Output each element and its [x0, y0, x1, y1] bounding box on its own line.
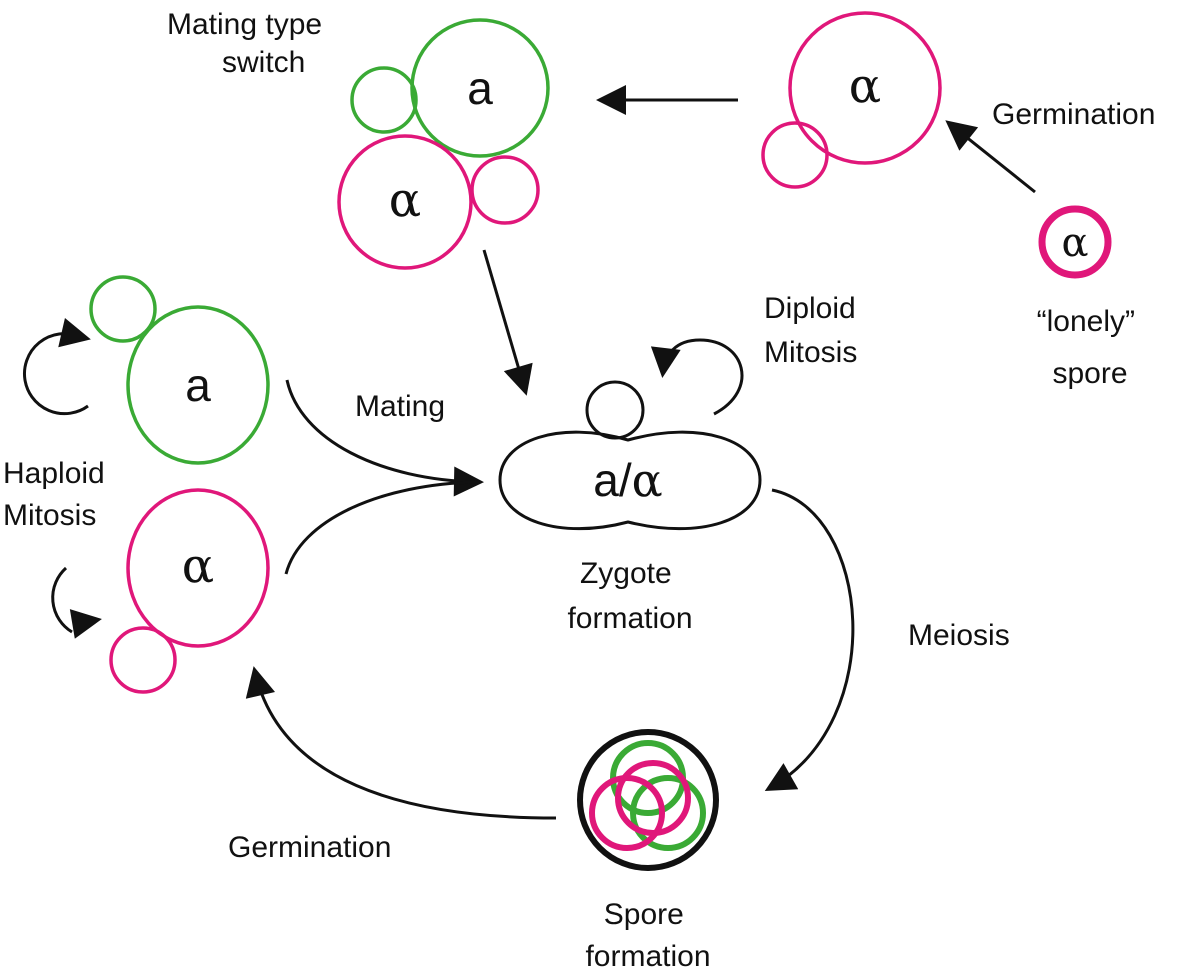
alpha-mother-cell [126, 488, 270, 648]
haploid-a-cell: a [89, 275, 270, 465]
lonely-spore-label: “lonely” spore [1037, 305, 1144, 390]
switch-to-zygote-arrow [482, 249, 533, 396]
alpha-mother-cell [337, 134, 473, 270]
alpha-cell-label: α [389, 172, 421, 228]
mating-label: Mating [355, 390, 445, 423]
diploid-mitosis-label: Diploid Mitosis [764, 292, 864, 369]
germination-top-arrow [945, 120, 1036, 194]
diploid-cell-label: a/α [593, 453, 662, 507]
haploid-alpha-cell: α [109, 488, 270, 694]
a-mother-cell [126, 305, 270, 465]
a-bud-cell [350, 66, 418, 134]
haploid-mitosis-loop-a [22, 332, 89, 416]
diploid-mitosis-arrow [650, 338, 744, 416]
germination-bottom-arrow [245, 666, 557, 820]
ascus-spore [577, 729, 719, 871]
mating-type-switch-cluster: a α [337, 18, 550, 270]
alpha-cell-label: α [182, 538, 214, 594]
a-mother-cell [410, 18, 550, 158]
spore-formation-label: Spore formation [585, 898, 710, 973]
meiosis-arrow [764, 488, 855, 791]
germinated-alpha-cell: α [761, 11, 942, 189]
ascus-wall [577, 729, 719, 871]
a-bud-cell [89, 275, 157, 343]
lonely-spore [1038, 205, 1112, 279]
alpha-cell-label: α [849, 58, 881, 114]
alpha-mother-cell [788, 11, 942, 165]
alpha-bud-cell [109, 626, 177, 694]
diploid-zygote-cell [498, 430, 762, 531]
a-cell-label: a [185, 359, 211, 411]
mating-arrow-alpha [284, 480, 479, 575]
a-cell-label: a [467, 62, 493, 114]
alpha-bud-cell [761, 121, 829, 189]
germination-bottom-label: Germination [228, 831, 391, 864]
mating-arrow-a [285, 379, 484, 497]
alpha-bud-cell [470, 155, 540, 225]
haploid-mitosis-label: Haploid Mitosis [3, 457, 113, 532]
haploid-mitosis-loop-alpha [51, 566, 73, 634]
zygote-formation-label: Zygote formation [567, 557, 692, 635]
spore-a-2 [630, 775, 706, 851]
meiosis-label: Meiosis [908, 619, 1010, 652]
spore-alpha-2 [615, 760, 691, 836]
germination-top-label: Germination [992, 98, 1155, 131]
mating-type-switch-label: Mating type switch [167, 8, 330, 79]
lonely-spore-alpha-label: α [1061, 220, 1088, 266]
zygote: a/α [498, 380, 762, 531]
diploid-bud-cell [585, 380, 645, 440]
